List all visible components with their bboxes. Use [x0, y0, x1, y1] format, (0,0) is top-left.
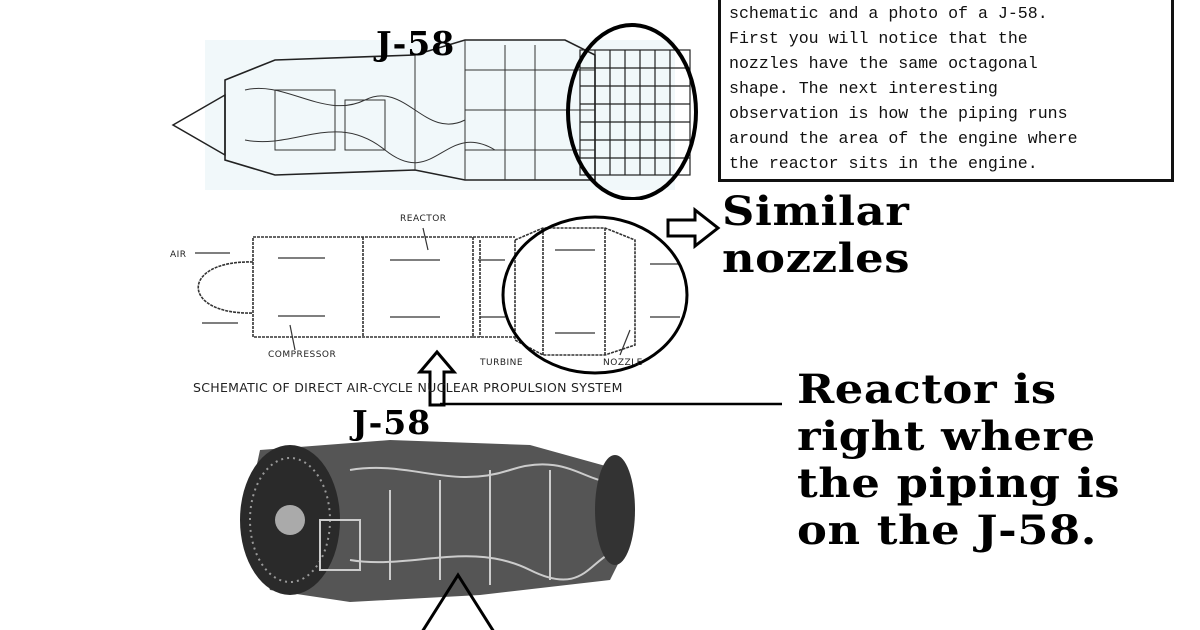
annotation-line: nozzles have the same octagonal [729, 54, 1038, 73]
similar-nozzles-callout: Similar nozzles [722, 188, 910, 282]
propulsion-schematic [195, 215, 689, 375]
annotation-line: schematic and a photo of a J-58. [729, 4, 1048, 23]
callout-line: Reactor is [797, 366, 1057, 413]
j58-engine-drawing [171, 23, 698, 200]
schematic-caption: SCHEMATIC OF DIRECT AIR-CYCLE NUCLEAR PR… [193, 380, 623, 395]
annotation-line: around the area of the engine where [729, 129, 1078, 148]
reactor-callout: Reactor is right where the piping is on … [797, 366, 1120, 554]
callout-line: on the J-58. [797, 507, 1097, 554]
top-engine-label: J-58 [376, 24, 456, 63]
compressor-label: COMPRESSOR [268, 350, 337, 360]
nozzle-label: NOZZLE [603, 358, 643, 368]
annotation-line: First you will notice that the [729, 29, 1028, 48]
nozzle-grid [579, 49, 691, 176]
nozzle-highlight-circle [566, 23, 698, 200]
right-arrow-icon [666, 206, 721, 250]
annotation-line: shape. The next interesting [729, 79, 998, 98]
annotation-line: the reactor sits in the engine. [729, 154, 1038, 173]
air-label: AIR [170, 250, 187, 260]
annotation-text-box: schematic and a photo of a J-58. First y… [718, 0, 1174, 182]
callout-line: nozzles [722, 235, 911, 282]
nozzle-highlight-circle [501, 215, 689, 375]
callout-line: the piping is [797, 460, 1121, 507]
turbine-label: TURBINE [480, 358, 524, 368]
up-arrow-icon [416, 349, 458, 407]
callout-line: Similar [722, 188, 910, 235]
up-arrow-icon [421, 572, 495, 630]
callout-line: right where [797, 413, 1096, 460]
j58-engine-photo [240, 440, 635, 602]
annotation-line: observation is how the piping runs [729, 104, 1068, 123]
reactor-label: REACTOR [400, 214, 447, 224]
bottom-engine-label: J-58 [352, 403, 432, 442]
